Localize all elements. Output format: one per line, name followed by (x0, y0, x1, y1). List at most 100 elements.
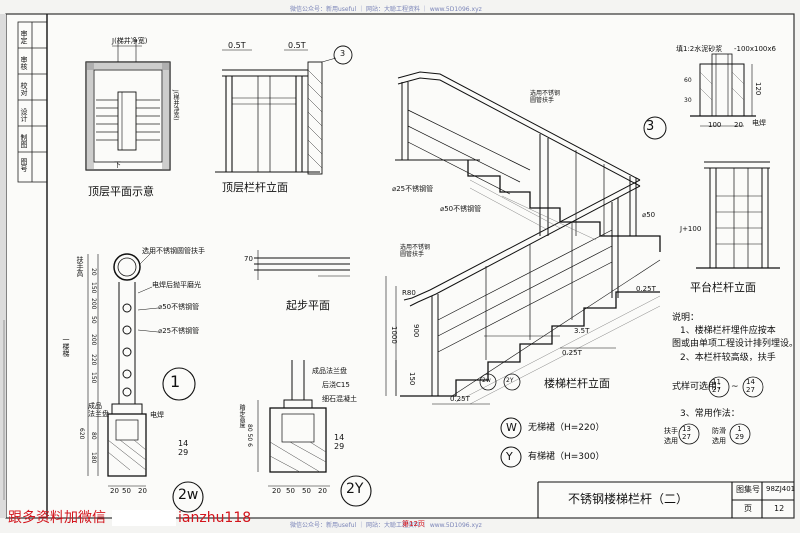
detail-1-bdim-2: 20 (138, 487, 147, 495)
page-number: 第12页 (402, 520, 425, 528)
detail-3-note-mortar: 填1:2水泥砂浆 (676, 45, 723, 53)
stair-callout-2w: 2w (482, 377, 491, 384)
detail-1-note-50: ⌀50不锈钢管 (158, 303, 200, 311)
detail-3-note-plate: -100x100x6 (734, 45, 776, 53)
top-elev-dim-right: 0.5T (288, 41, 306, 50)
watermark-bottom: 微信公众号：新用useful ｜ 网站：大聪工程资料 ｜ www.5D1096.… (290, 522, 482, 529)
detail-2y-dim-3: 20 (318, 487, 327, 495)
detail-2y-note-c15: 后浇C15 (322, 381, 350, 389)
detail-1-note-weld2: 电焊 (150, 411, 164, 419)
stair-note-50a: ⌀50不锈钢管 (440, 205, 482, 213)
legend-y-text: 有梯裙（H=300） (528, 452, 605, 462)
detail-2y-note-flange: 成品法兰盘 (312, 367, 347, 375)
stair-dim-1000: 1000 (390, 326, 398, 344)
title-block-title: 不锈钢楼梯栏杆（二） (568, 492, 689, 506)
side-label-2: 校对 (20, 82, 28, 96)
stair-dim-025b: 0.25T (562, 349, 582, 357)
detail-3-dim-60: 60 (684, 77, 692, 84)
detail-2y-ref: 14 29 (334, 433, 345, 451)
platform-title: 平台栏杆立面 (690, 281, 756, 294)
side-label-4: 制图 (20, 134, 28, 148)
detail-2y-side: 80 50 6 (246, 424, 253, 447)
detail-3-callout: 3 (646, 119, 655, 134)
detail-1-bdim-1: 50 (122, 487, 131, 495)
detail-1-note-weld: 电焊后抛平磨光 (152, 281, 201, 289)
stair-note-handrail: 选用不锈钢 圆管扶手 (530, 90, 561, 105)
notes-range-tilde: ~ (731, 382, 739, 392)
detail-2y-dim-2: 50 (302, 487, 311, 495)
stair-dim-150: 150 (408, 372, 416, 386)
start-plan-title: 起步平面 (286, 299, 330, 312)
notes-use1-b: 选用 (664, 437, 678, 445)
notes-range-a: 11 27 (712, 378, 721, 394)
start-plan-dim-70: 70 (244, 255, 253, 263)
notes-line2: 图或由单项工程设计排列埋设。 (672, 339, 799, 349)
notes-use2-ref: 1 29 (735, 425, 744, 441)
notes-use1-ref: 13 27 (682, 425, 691, 441)
notes-line1: 1、楼梯栏杆埋件应按本 (680, 326, 776, 336)
detail-1-ref: 14 29 (178, 439, 189, 457)
stair-note-25: ⌀25不锈钢管 (392, 185, 434, 193)
detail-1-side-label1: 扶手高 (76, 256, 84, 277)
watermark-top: 微信公众号：新用useful ｜ 网站：大聪工程资料 ｜ www.5D1096.… (290, 6, 482, 13)
promo-id: ianzhu118 (178, 510, 252, 526)
detail-1-dim-3: 50 (90, 316, 97, 324)
notes-line3: 2、本栏杆较高级，扶手 (680, 353, 776, 363)
detail-2y-note-concrete: 细石混凝土 (322, 395, 357, 403)
top-plan-width-label: J(梯井净宽) (112, 37, 148, 45)
notes-line5: 3、常用作法： (680, 409, 740, 419)
legend-y-letter: Y (506, 450, 513, 463)
legend-w-letter: W (506, 421, 517, 434)
top-plan-vert-label: J(梯井净宽) (172, 90, 179, 121)
detail-2y-dim-0: 20 (272, 487, 281, 495)
detail-1-note-25: ⌀25不锈钢管 (158, 327, 200, 335)
detail-1-dim-1: 150 (90, 282, 97, 294)
detail-1-note-handrail: 选用不锈钢圆管扶手 (142, 247, 205, 255)
detail-1-dim-9: 180 (90, 452, 97, 464)
stair-note-50b: ⌀50 (642, 211, 656, 219)
title-block-atlas-value: 98ZJ401 (766, 485, 796, 493)
side-label-3: 设计 (20, 108, 28, 122)
detail-2w-callout: 2w (178, 487, 199, 503)
detail-2y-side2: 踏步高度 (238, 404, 245, 428)
detail-1-bdim-0: 20 (110, 487, 119, 495)
stair-dim-025a: 0.25T (450, 395, 470, 403)
top-elev-callout: 3 (340, 49, 346, 58)
notes-heading: 说明： (672, 313, 700, 323)
side-label-1: 审核 (20, 56, 28, 70)
promo-redaction (112, 510, 176, 526)
notes-use2-b: 选用 (712, 437, 726, 445)
notes-line4: 式样可选用： (672, 382, 727, 392)
detail-1-dim-4: 200 (90, 334, 97, 346)
detail-1-dim-5: 220 (90, 354, 97, 366)
side-label-5: 图号 (20, 158, 28, 172)
detail-2y-dim-1: 50 (286, 487, 295, 495)
top-plan-down-label: 下 (114, 161, 121, 169)
side-label-0: 审定 (20, 30, 28, 44)
notes-range-b: 14 27 (746, 378, 755, 394)
promo-text: 跟多资料加微信 (8, 510, 106, 526)
detail-3-dim-30: 30 (684, 97, 692, 104)
detail-2y-callout: 2Y (346, 481, 364, 497)
top-plan-title: 顶层平面示意 (88, 185, 154, 198)
title-block-atlas-label: 图集号 (736, 485, 760, 494)
stair-dim-900: 900 (412, 324, 420, 338)
stair-dim-025c: 0.25T (636, 285, 656, 293)
detail-1-dim-7: 620 (78, 428, 85, 440)
detail-1-dim-6: 150 (90, 372, 97, 384)
detail-1-dim-2: 200 (90, 298, 97, 310)
detail-1-note-flange: 成品 法兰盘 (88, 402, 109, 419)
detail-1-dim-8: 80 (90, 432, 97, 440)
stair-r80: R80 (402, 289, 416, 297)
top-elev-dim-left: 0.5T (228, 41, 246, 50)
platform-label: J+100 (680, 225, 702, 233)
title-block-page-label: 页 (744, 504, 752, 513)
stair-callout-2y: 2Y (506, 377, 514, 384)
detail-3-dim-20: 20 (734, 121, 743, 129)
legend-w-text: 无梯裙（H=220） (528, 423, 605, 433)
stair-note-handrail2: 选用不锈钢 圆管扶手 (400, 244, 431, 259)
stair-elev-title: 楼梯栏杆立面 (544, 377, 610, 390)
title-block-page-value: 12 (774, 504, 785, 513)
